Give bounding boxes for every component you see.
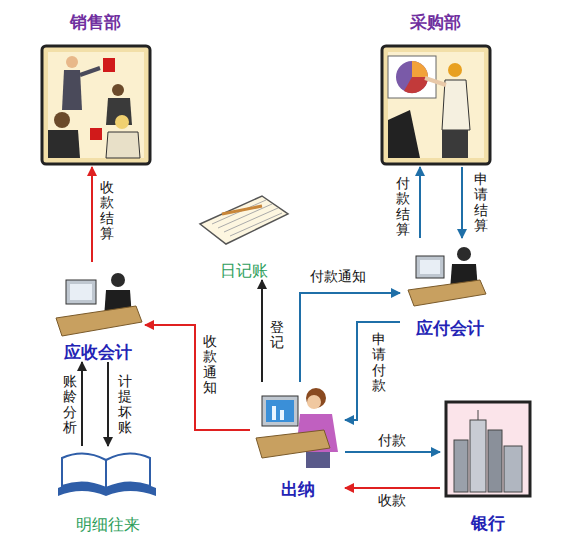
journal-book: 日记账	[195, 192, 293, 280]
flow-arrow	[419, 167, 421, 238]
node-label: 明细往来	[76, 515, 140, 534]
flow-arrow	[145, 325, 250, 430]
bank-figure: 银行	[440, 398, 536, 533]
flow-arrow	[345, 451, 440, 453]
edge-label: 账龄分析	[63, 374, 77, 436]
node-label: 日记账	[220, 261, 268, 280]
flow-arrow	[345, 322, 400, 420]
flow-arrow	[107, 362, 109, 446]
journal-notebook	[200, 196, 288, 244]
node-label: 采购部	[410, 12, 461, 32]
role-figure: 出纳	[250, 382, 345, 499]
receivable-accountant-figure	[56, 273, 142, 336]
flow-arrow	[345, 487, 440, 489]
flow-arrow	[91, 167, 93, 262]
ledger-book	[58, 453, 156, 496]
bank-picture	[446, 402, 530, 496]
payable-accountant-figure	[408, 247, 486, 306]
node-label: 应收会计	[64, 342, 132, 362]
edge-label: 付款	[376, 432, 408, 449]
edge-label: 收款	[376, 492, 408, 509]
role-figure: 应收会计	[50, 262, 145, 362]
cashier-figure	[256, 388, 338, 468]
department-picture: 销售部	[38, 12, 153, 167]
edge-label: 申请结算	[474, 172, 488, 234]
flow-arrow	[461, 167, 463, 238]
edge-label: 收款结算	[100, 180, 114, 242]
flow-arrow	[261, 280, 263, 382]
edge-label: 计提坏账	[118, 374, 132, 436]
edge-label: 登记	[270, 320, 284, 351]
node-label: 银行	[471, 513, 505, 533]
edge-label: 收款通知	[203, 334, 217, 396]
edge-label: 申请付款	[372, 332, 386, 394]
node-label: 销售部	[70, 12, 121, 32]
purchase-picture	[382, 46, 490, 164]
node-label: 应付会计	[416, 318, 484, 338]
department-picture: 采购部	[378, 12, 493, 167]
sales-picture	[42, 46, 150, 164]
role-figure: 应付会计	[400, 238, 500, 338]
flow-arrow	[81, 362, 83, 446]
node-label: 出纳	[281, 479, 315, 499]
edge-label: 付款通知	[308, 268, 368, 285]
edge-label: 付款结算	[396, 176, 410, 238]
ledger-book: 明细往来	[50, 446, 165, 534]
